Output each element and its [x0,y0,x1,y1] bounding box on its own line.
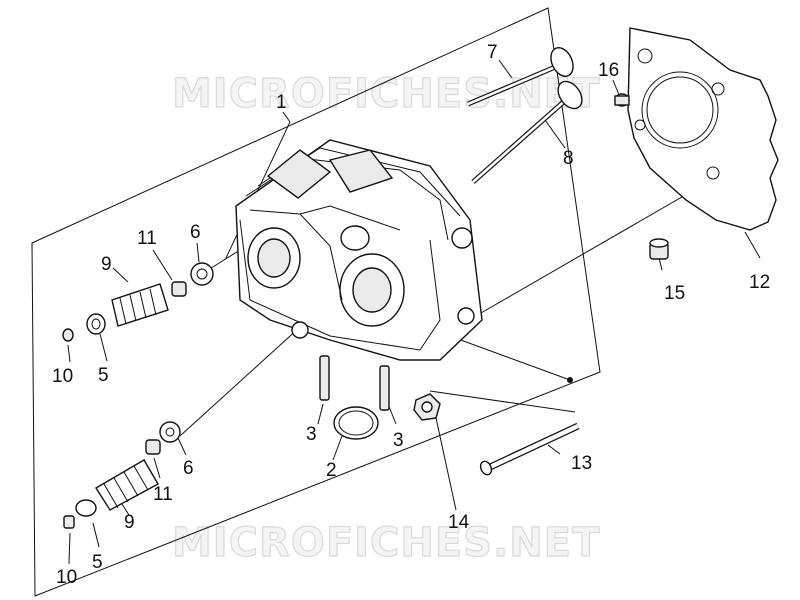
bushing [649,238,669,260]
callout-9-lower: 9 [124,512,135,533]
callout-6-lower: 6 [183,458,194,479]
callout-3-right: 3 [393,430,404,451]
callout-13: 13 [571,453,592,474]
long-bolt [479,422,580,476]
callout-7: 7 [487,42,498,63]
intake-valve [467,47,574,107]
cylinder-head-gasket [627,27,779,231]
callout-11-lower: 11 [153,484,173,505]
callout-5-lower: 5 [92,552,103,573]
upper-valve-spring-group [62,262,214,342]
callout-10-upper: 10 [52,366,73,387]
callout-1: 1 [276,92,287,113]
callout-12: 12 [749,272,770,293]
watermark-bottom: MICROFICHES.NET [172,520,600,566]
dowel-pin [614,93,630,107]
o-ring [333,406,379,440]
studs [319,355,390,411]
callout-10-lower: 10 [56,567,77,588]
watermark-top: MICROFICHES.NET [172,71,600,117]
plug-screw [413,393,441,421]
callout-2: 2 [326,460,337,481]
reference-dot [567,377,573,383]
callout-numbers: 1 7 8 16 12 15 13 14 3 3 2 11 6 9 5 10 6… [52,42,770,588]
leader-lines [67,59,761,565]
assembly-frame [31,7,601,597]
callout-6-upper: 6 [190,222,201,243]
callout-8: 8 [563,148,574,169]
callout-9-upper: 9 [101,254,112,275]
callout-11-upper: 11 [137,228,157,249]
exhaust-valve [471,80,583,184]
lower-valve-spring-group [63,421,181,529]
callout-3-left: 3 [306,424,317,445]
callout-5-upper: 5 [98,365,109,386]
callout-16: 16 [598,60,619,81]
callout-15: 15 [664,283,685,304]
cylinder-head [235,139,483,361]
callout-14: 14 [448,512,470,533]
